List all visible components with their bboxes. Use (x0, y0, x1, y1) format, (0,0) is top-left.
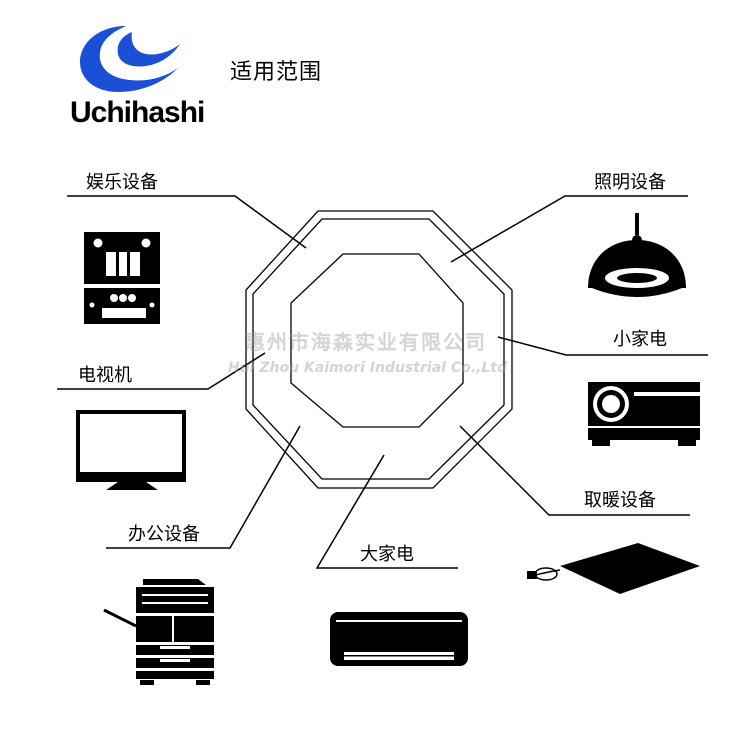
watermark-cn: 惠州市海森实业有限公司 (245, 330, 487, 354)
label-lighting: 照明设备 (594, 172, 666, 193)
brand-name: Uchihashi (70, 96, 205, 129)
label-heating: 取暖设备 (584, 490, 656, 511)
leader-heating (459, 425, 690, 516)
leader-entertainment (67, 195, 307, 249)
uchihashi-logo-icon (80, 26, 180, 92)
label-large-appliances: 大家电 (360, 544, 414, 565)
projector-icon (588, 382, 700, 446)
tv-icon (76, 410, 186, 490)
outer-octagon-inner-ring (252, 218, 505, 480)
leader-tv (57, 352, 266, 390)
pendant-lamp-icon (588, 213, 686, 297)
copier-icon (103, 579, 214, 685)
heating-pad-icon (527, 543, 700, 594)
inner-octagon (290, 253, 464, 428)
watermark-en: Hui Zhou Kaimori Industrial Co.,Ltd (228, 360, 507, 376)
label-office: 办公设备 (128, 524, 200, 545)
label-small-appliances: 小家电 (613, 329, 667, 350)
air-conditioner-icon (330, 612, 468, 666)
leader-lighting (450, 195, 688, 263)
leader-large-appliances (315, 454, 458, 569)
leader-office (106, 425, 301, 549)
entertainment-device-icon (84, 232, 160, 324)
label-tv: 电视机 (78, 365, 132, 386)
label-entertainment: 娱乐设备 (86, 172, 158, 193)
leader-small-appliances (497, 336, 708, 356)
outer-octagon (245, 210, 513, 489)
page-title: 适用范围 (230, 60, 323, 85)
